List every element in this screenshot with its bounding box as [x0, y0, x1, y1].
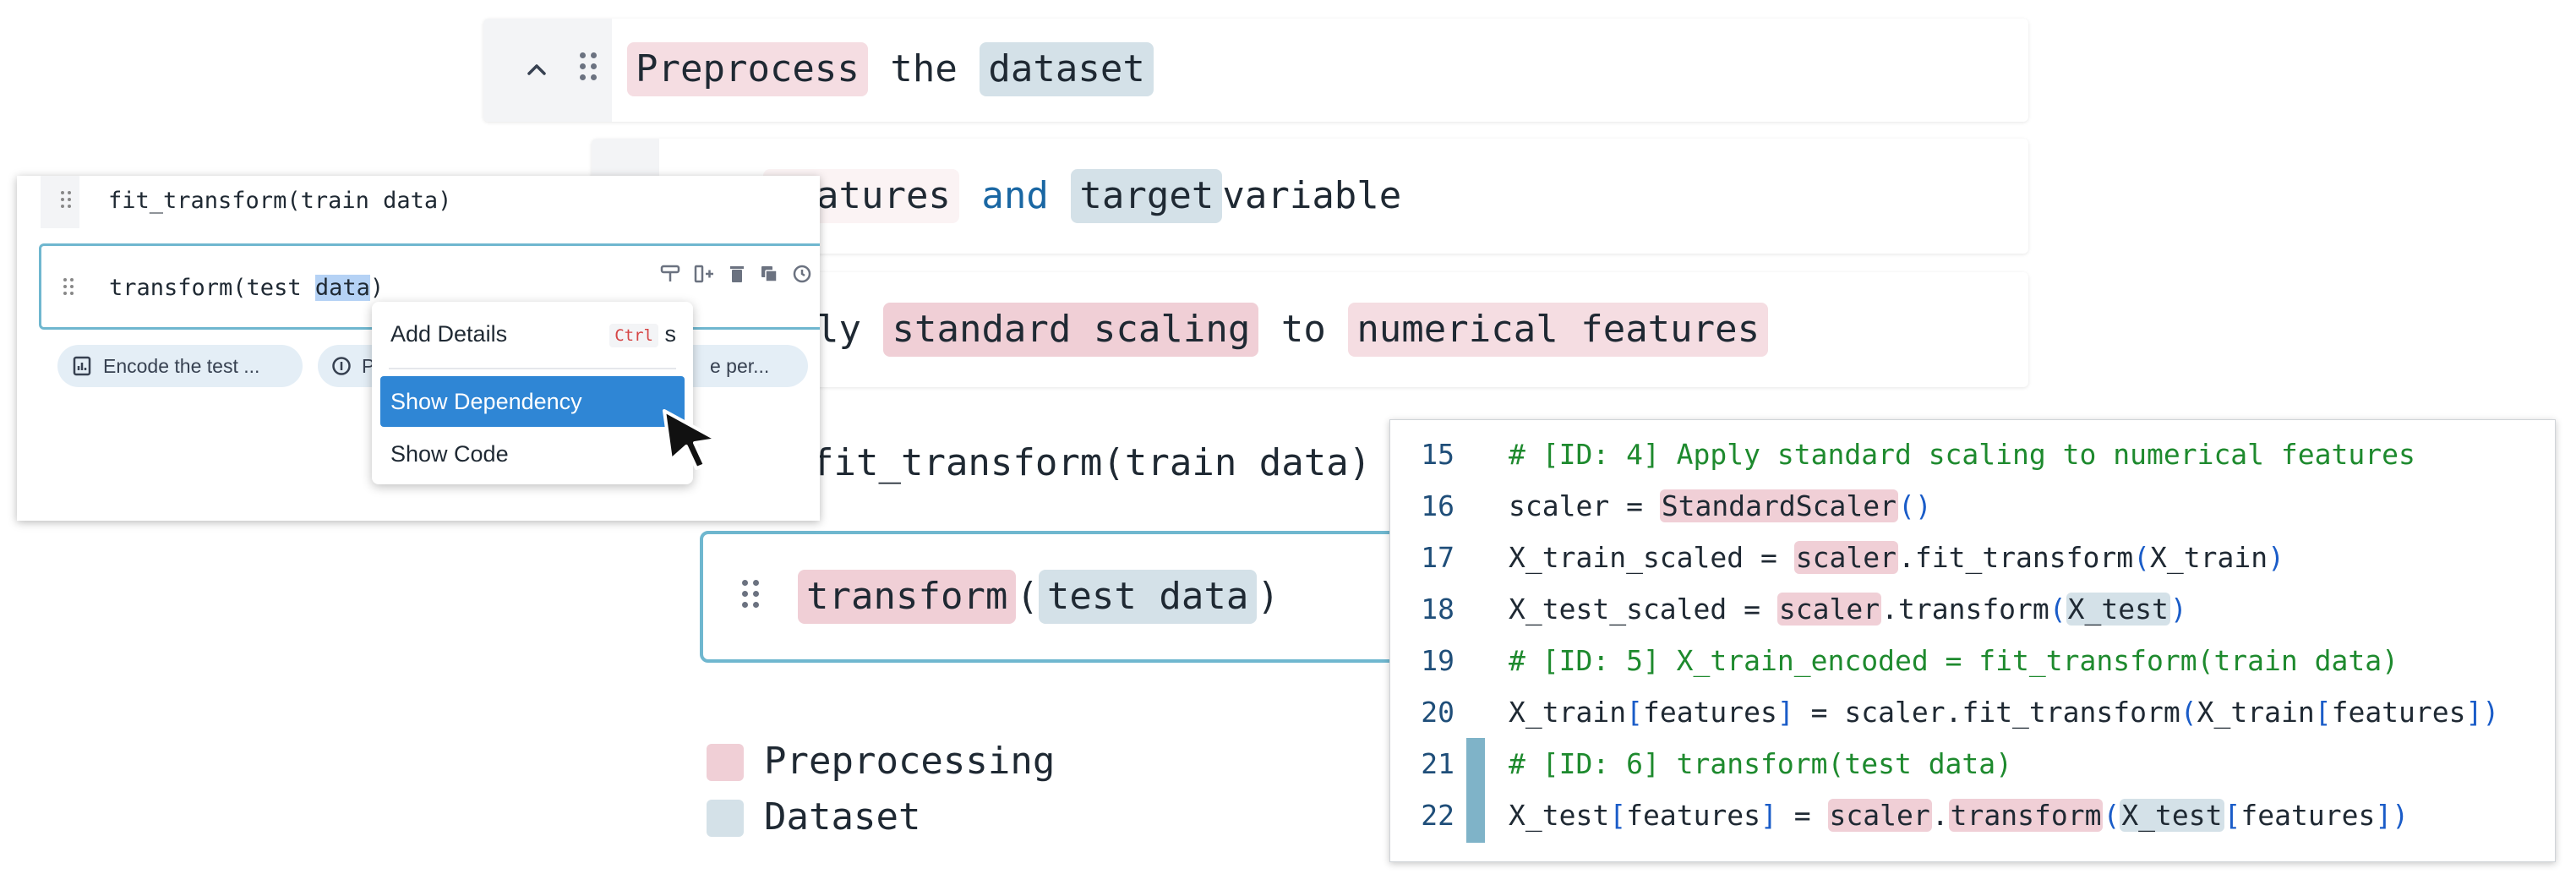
selected-text[interactable]: data [314, 275, 370, 301]
code-panel: 15 # [ID: 4] Apply standard scaling to n… [1389, 419, 2556, 862]
word-the: the [890, 47, 958, 90]
code-line: 21 # [ID: 6] transform(test data) [1390, 738, 2555, 789]
tag-dataset: dataset [980, 42, 1154, 96]
notebook-cell-3[interactable]: ly standard scaling to numerical feature… [761, 272, 2028, 387]
tag-numerical-features: numerical features [1348, 303, 1769, 357]
info-icon [332, 357, 351, 375]
code-line: 22 X_test[features] = scaler.transform(X… [1390, 789, 2555, 841]
legend-label-dataset: Dataset [764, 795, 921, 839]
copy-icon[interactable] [759, 264, 779, 284]
drag-handle-icon[interactable] [742, 580, 759, 608]
code-comment: # [ID: 6] transform(test data) [1509, 747, 2013, 780]
line-number: 20 [1421, 696, 1454, 729]
highlight-bar [1466, 738, 1485, 843]
suggestion-pill-1-label: Encode the test ... [103, 355, 260, 377]
drag-handle-icon[interactable] [580, 52, 597, 80]
context-menu: Add Details Ctrl s Show Dependency Show … [372, 302, 693, 484]
line-number: 18 [1421, 593, 1454, 626]
token-x-test: X_test [2120, 799, 2224, 832]
delete-icon[interactable] [727, 264, 747, 284]
chart-icon [73, 356, 91, 376]
tag-transform: transform [798, 570, 1017, 624]
line-number: 17 [1421, 541, 1454, 574]
tag-test-data: test data [1038, 570, 1258, 624]
drag-handle-icon[interactable] [61, 191, 71, 208]
code-comment: # [ID: 4] Apply standard scaling to nume… [1509, 438, 2415, 471]
notebook-cell-1[interactable]: Preprocess the dataset [483, 19, 2028, 122]
menu-divider [389, 368, 676, 369]
mouse-cursor-icon [663, 409, 718, 470]
code-line: 18 X_test_scaled = scaler.transform(X_te… [1390, 583, 2555, 635]
history-icon[interactable] [791, 264, 813, 284]
legend-swatch-preprocessing [707, 744, 744, 781]
tag-standard-scaling: standard scaling [883, 303, 1259, 357]
notebook-cell-4[interactable]: fit_transform(train data) [761, 409, 1403, 521]
cell-lead: ly [816, 308, 861, 351]
code-comment: # [ID: 5] X_train_encoded = fit_transfor… [1509, 644, 2399, 677]
code-line: 19 # [ID: 5] X_train_encoded = fit_trans… [1390, 635, 2555, 686]
tag-preprocess: Preprocess [627, 42, 868, 96]
code-line: 17 X_train_scaled = scaler.fit_transform… [1390, 532, 2555, 583]
keyword-and: and [981, 174, 1049, 217]
line-number: 21 [1421, 747, 1454, 780]
menu-item-show-code[interactable]: Show Code [390, 441, 509, 467]
token-x-test: X_test [2066, 593, 2170, 626]
legend-label-preprocessing: Preprocessing [764, 740, 1056, 783]
cell-toolbar [642, 255, 820, 292]
cell-gutter [483, 19, 612, 122]
menu-item-add-details[interactable]: Add Details Ctrl s [390, 321, 677, 347]
menu-item-show-dependency[interactable]: Show Dependency [380, 376, 685, 427]
split-cell-icon[interactable] [693, 264, 715, 284]
suggestion-pill-1[interactable]: Encode the test ... [57, 345, 303, 387]
shortcut-ctrl: Ctrl [609, 323, 658, 347]
word-to: to [1280, 308, 1326, 351]
line-number: 15 [1421, 438, 1454, 471]
mini-cell-1[interactable]: fit_transform(train data) [17, 176, 820, 228]
code-line: 15 # [ID: 4] Apply standard scaling to n… [1390, 429, 2555, 480]
format-icon[interactable] [659, 264, 681, 284]
token-scaler: scaler [1793, 541, 1898, 574]
legend-swatch-dataset [707, 800, 744, 837]
drag-handle-icon[interactable] [63, 278, 74, 295]
code-line: 16 scaler = StandardScaler() [1390, 480, 2555, 532]
token-scaler: scaler [1827, 799, 1932, 832]
mini-notebook-panel: fit_transform(train data) transform(test… [17, 176, 820, 521]
mini-cell-2-text: transform(test [109, 275, 315, 301]
shortcut-char: s [664, 321, 677, 347]
cell-4-text: fit_transform(train data) [811, 441, 1372, 484]
line-number: 16 [1421, 489, 1454, 522]
token-standardscaler: StandardScaler [1659, 489, 1898, 522]
paren-close: ) [1257, 575, 1280, 618]
code-line: 20 X_train[features] = scaler.fit_transf… [1390, 686, 2555, 738]
paren-open: ( [1016, 575, 1039, 618]
token-scaler: scaler [1776, 593, 1882, 626]
line-number: 22 [1421, 799, 1454, 832]
line-number: 19 [1421, 644, 1454, 677]
word-variable: variable [1222, 174, 1402, 217]
token-transform: transform [1948, 799, 2104, 832]
suggestion-pill-3-label: e per... [710, 355, 770, 377]
tag-target: target [1071, 169, 1223, 223]
mini-cell-1-text: fit_transform(train data) [108, 188, 452, 214]
chevron-up-icon[interactable] [526, 59, 548, 79]
notebook-cell-5-selected[interactable]: transform(test data) [700, 531, 1410, 663]
